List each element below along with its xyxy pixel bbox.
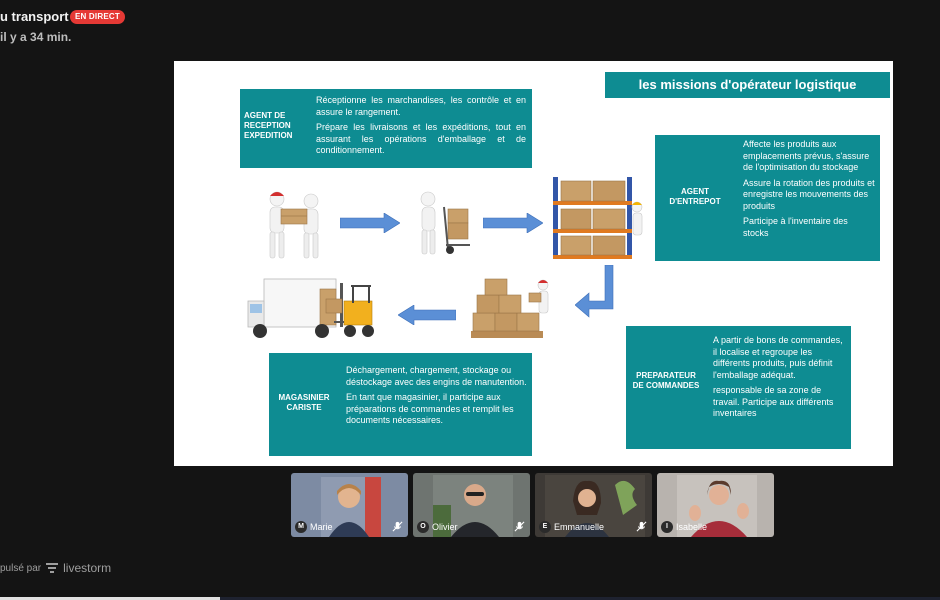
participant-initial: M	[295, 520, 307, 533]
warehouse-shelves-illustration	[553, 177, 643, 259]
event-started-time: il y a 34 min.	[0, 30, 72, 44]
slide-title: les missions d'opérateur logistique	[605, 72, 890, 98]
role-box-magasinier: MAGASINIER CARISTE Déchargement, chargem…	[269, 353, 532, 456]
role-name: AGENT DE RECEPTION EXPEDITION	[244, 111, 293, 140]
participant-name-label: I Isabelle	[661, 520, 707, 533]
role-line: Déchargement, chargement, stockage ou dé…	[346, 365, 527, 387]
participant-name: Olivier	[432, 521, 458, 532]
event-title: u transport	[0, 9, 69, 24]
boxes-pallet-illustration	[471, 278, 549, 338]
workers-carrying-box-illustration	[269, 191, 319, 259]
role-line: responsable de sa zone de travail. Parti…	[713, 385, 834, 418]
role-name: AGENT D'ENTREPOT	[669, 187, 721, 206]
role-line: En tant que magasinier, il participe aux…	[346, 392, 514, 425]
flow-arrow-down-left-icon	[575, 265, 614, 318]
role-description: Affecte les produits aux emplacements pr…	[743, 139, 875, 243]
participant-name: Emmanuelle	[554, 521, 605, 532]
participant-tile-emmanuelle[interactable]: E Emmanuelle	[535, 473, 652, 537]
mic-off-icon	[392, 521, 403, 532]
role-description: Réceptionne les marchandises, les contrô…	[316, 95, 526, 161]
mic-off-icon	[514, 521, 525, 532]
role-line: Prépare les livraisons et les expédition…	[316, 122, 526, 155]
powered-by: pulsé par livestorm	[0, 561, 111, 575]
live-badge: EN DIRECT	[70, 10, 125, 24]
participant-name-label: O Olivier	[417, 520, 458, 533]
powered-by-label: pulsé par	[0, 562, 42, 574]
participant-tile-isabelle[interactable]: I Isabelle	[657, 473, 774, 537]
role-line: Réceptionne les marchandises, les contrô…	[316, 95, 526, 117]
flow-arrow-right-icon	[340, 213, 400, 233]
truck-forklift-illustration	[247, 278, 374, 338]
worker-hand-truck-illustration	[420, 191, 470, 255]
mic-off-icon	[636, 521, 647, 532]
participant-initial: I	[661, 520, 673, 533]
participant-tile-olivier[interactable]: O Olivier	[413, 473, 530, 537]
role-line: A partir de bons de commandes, il locali…	[713, 335, 843, 380]
participant-tile-marie[interactable]: M Marie	[291, 473, 408, 537]
role-description: A partir de bons de commandes, il locali…	[713, 335, 845, 424]
role-line: Assure la rotation des produits et enreg…	[743, 177, 875, 211]
role-line: Affecte les produits aux emplacements pr…	[743, 139, 870, 172]
participant-name-label: M Marie	[295, 520, 333, 533]
role-description: Déchargement, chargement, stockage ou dé…	[346, 365, 528, 431]
participant-video-icon	[433, 475, 513, 537]
livestorm-brand[interactable]: livestorm	[63, 561, 112, 575]
role-box-reception: AGENT DE RECEPTION EXPEDITION Réceptionn…	[240, 89, 532, 168]
flow-arrow-right-icon	[483, 213, 543, 233]
participant-initial: E	[539, 520, 551, 533]
role-name: PREPARATEUR DE COMMANDES	[632, 371, 700, 390]
participant-initial: O	[417, 520, 429, 533]
role-box-preparateur: PREPARATEUR DE COMMANDES A partir de bon…	[626, 326, 851, 449]
participant-name-label: E Emmanuelle	[539, 520, 604, 533]
participant-video-icon	[545, 475, 645, 537]
role-line: Participe à l'inventaire des stocks	[743, 216, 848, 238]
participant-video-icon	[321, 477, 381, 537]
flow-arrow-left-icon	[398, 305, 456, 325]
role-box-entrepot: AGENT D'ENTREPOT Affecte les produits au…	[655, 135, 880, 261]
progress-fill	[0, 597, 220, 600]
participant-video-icon	[677, 475, 757, 537]
presentation-slide: les missions d'opérateur logistique AGEN…	[174, 61, 893, 466]
role-name: MAGASINIER CARISTE	[278, 393, 330, 412]
livestorm-logo-icon	[46, 563, 59, 573]
participant-name: Marie	[310, 521, 333, 532]
participants-strip: M Marie O Olivier	[291, 473, 777, 537]
bottom-progress-bar	[0, 597, 940, 600]
participant-name: Isabelle	[676, 521, 708, 532]
